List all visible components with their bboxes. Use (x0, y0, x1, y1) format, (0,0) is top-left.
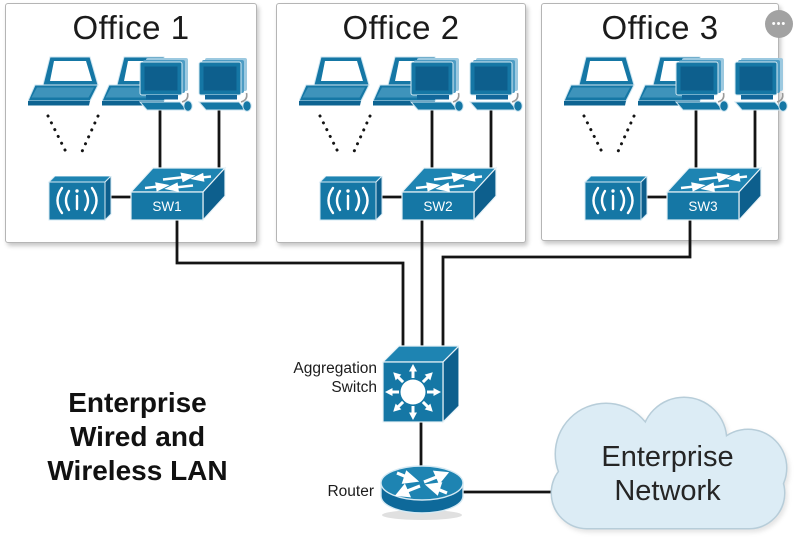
wireless-ap-icon (47, 176, 113, 222)
desktop-icon (197, 57, 255, 113)
menu-button[interactable]: ••• (765, 10, 793, 38)
wireless-ap-icon (318, 176, 384, 222)
office-title: Office 3 (601, 9, 719, 46)
router-label: Router (327, 483, 374, 500)
aggregation-switch-icon (381, 344, 459, 424)
switch-label: SW1 (152, 199, 182, 214)
desktop-icon (733, 57, 791, 113)
wireless-ap-icon (583, 176, 649, 222)
switch-label: SW3 (688, 199, 718, 214)
lan-title: Enterprise Wired and Wireless LAN (47, 387, 228, 486)
laptop-icon (28, 56, 100, 112)
enterprise-cloud (544, 394, 794, 537)
office-title: Office 1 (72, 9, 190, 46)
desktop-icon (468, 57, 526, 113)
aggregation-switch-label: Aggregation Switch (293, 360, 377, 396)
ellipsis-icon: ••• (771, 17, 787, 30)
desktop-icon (674, 57, 732, 113)
router-icon (378, 461, 466, 523)
laptop-icon (299, 56, 371, 112)
desktop-icon (138, 57, 196, 113)
cloud-label: Enterprise Network (601, 441, 734, 507)
desktop-icon (409, 57, 467, 113)
office-1-zone: Office 1 SW1 (5, 3, 257, 243)
office-3-zone: Office 3 SW3 (541, 3, 779, 241)
laptop-icon (564, 56, 636, 112)
office-2-zone: Office 2 SW2 (276, 3, 526, 243)
office-title: Office 2 (342, 9, 460, 46)
switch-label: SW2 (423, 199, 453, 214)
